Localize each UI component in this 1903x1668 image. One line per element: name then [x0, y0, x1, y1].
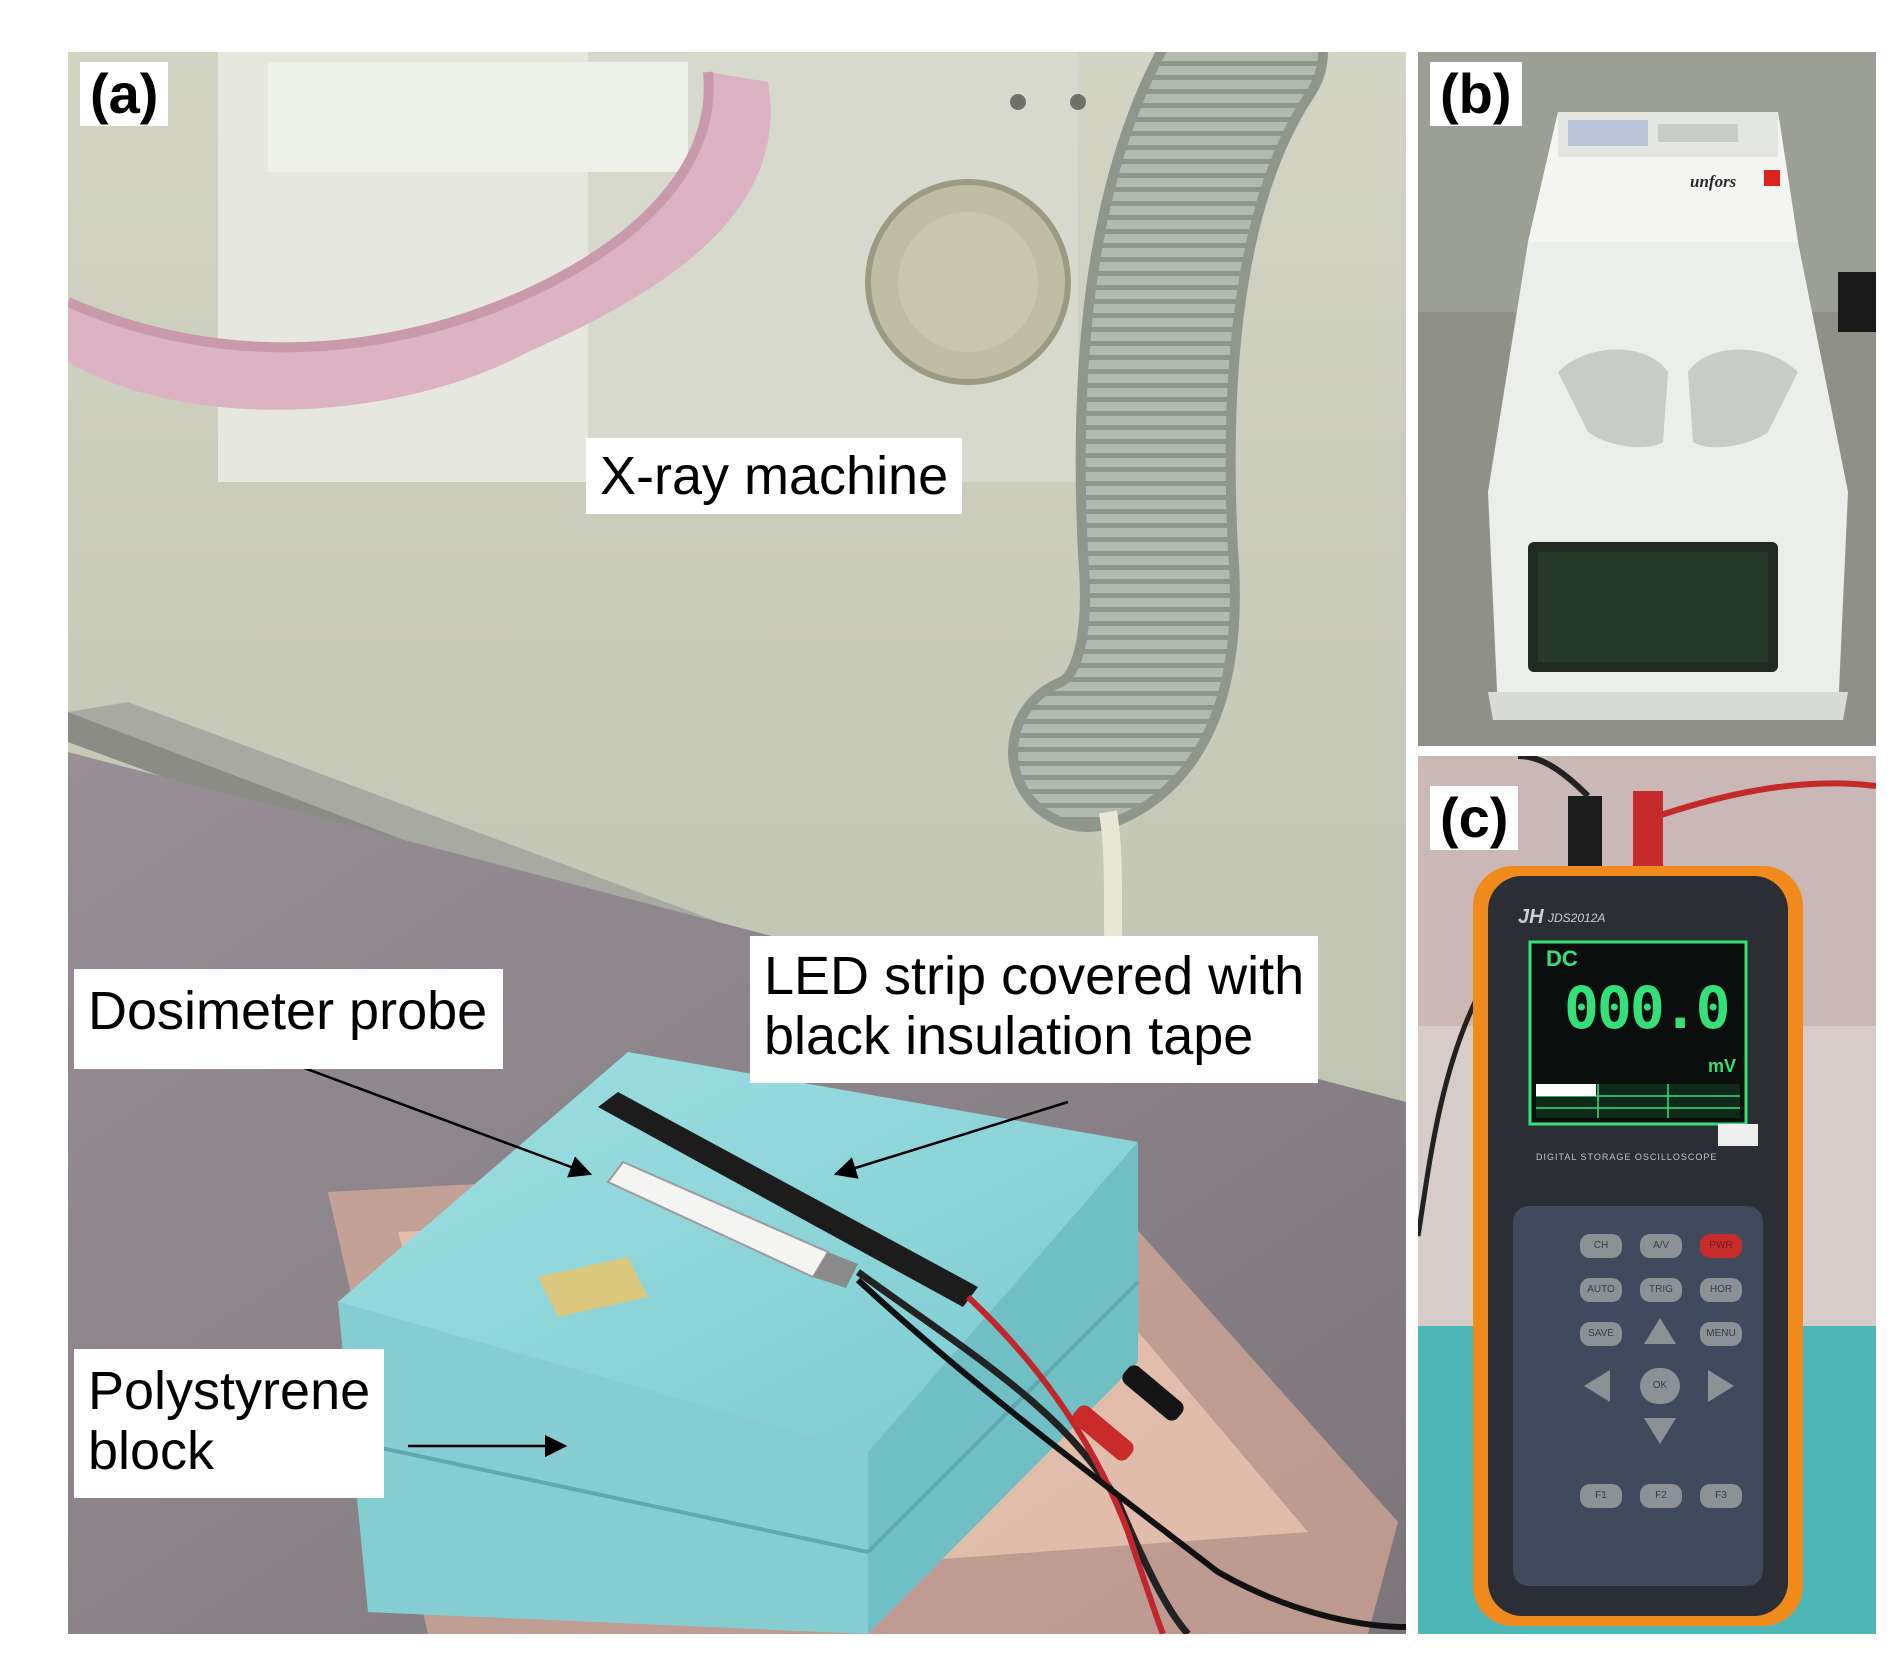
polystyrene-label: Polystyrene block	[74, 1349, 385, 1498]
f2-button[interactable]: F2	[1640, 1484, 1682, 1508]
av-button[interactable]: A/V	[1640, 1234, 1682, 1258]
save-button[interactable]: SAVE	[1580, 1322, 1622, 1346]
hose	[1018, 52, 1318, 822]
panel-c-letter: (c)	[1430, 786, 1519, 850]
unfors-meter-photo	[1418, 52, 1876, 746]
auto-button[interactable]: AUTO	[1580, 1278, 1622, 1302]
led-strip-label: LED strip covered with black insulation …	[750, 936, 1319, 1083]
up-arrow-icon[interactable]	[1644, 1318, 1676, 1344]
oscilloscope-model: JDS2012A	[1548, 911, 1606, 925]
right-arrow-icon[interactable]	[1708, 1370, 1734, 1402]
power-button[interactable]: PWR	[1700, 1234, 1742, 1258]
screen-unit: mV	[1708, 1056, 1737, 1076]
oscilloscope-brand: JH	[1518, 906, 1544, 928]
unfors-logo-icon	[1764, 170, 1780, 186]
polystyrene-label-line2: block	[88, 1421, 215, 1482]
f3-button[interactable]: F3	[1700, 1484, 1742, 1508]
panel-a-photo: (a) X-ray machine Dosimeter probe LED st…	[68, 52, 1406, 1634]
trig-button[interactable]: TRIG	[1640, 1278, 1682, 1302]
polystyrene-label-line1: Polystyrene	[88, 1361, 371, 1421]
dosimeter-probe-label: Dosimeter probe	[74, 969, 504, 1070]
oscilloscope-footer: DIGITAL STORAGE OSCILLOSCOPE	[1536, 1152, 1718, 1162]
ok-button[interactable]: OK	[1640, 1368, 1680, 1404]
dosimeter-arrow	[287, 1060, 593, 1178]
panel-b-letter: (b)	[1430, 62, 1522, 126]
down-arrow-icon[interactable]	[1644, 1418, 1676, 1444]
led-strip-label-line1: LED strip covered with	[764, 946, 1305, 1006]
ch-button[interactable]: CH	[1580, 1234, 1622, 1258]
panel-c-photo: DC 000.0 mV JH JDS2012A DIGITAL STORAGE …	[1418, 756, 1876, 1634]
screen-mode: DC	[1546, 946, 1578, 971]
xray-machine-label: X-ray machine	[586, 438, 963, 515]
hor-button[interactable]: HOR	[1700, 1278, 1742, 1302]
panel-a-letter: (a)	[80, 62, 169, 126]
left-arrow-icon[interactable]	[1584, 1370, 1610, 1402]
menu-button[interactable]: MENU	[1700, 1322, 1742, 1346]
led-arrow	[833, 1100, 1069, 1179]
f1-button[interactable]: F1	[1580, 1484, 1622, 1508]
oscilloscope-photo	[1418, 756, 1876, 1634]
pink-handle	[68, 72, 771, 410]
panel-b-photo: unfors (b)	[1418, 52, 1876, 746]
led-strip-label-line2: black insulation tape	[764, 1006, 1254, 1067]
led-strip	[598, 1092, 978, 1307]
screen-reading: 000.0	[1564, 974, 1731, 1042]
xray-setup-photo	[68, 52, 1406, 1634]
unfors-brand: unfors	[1690, 172, 1737, 191]
